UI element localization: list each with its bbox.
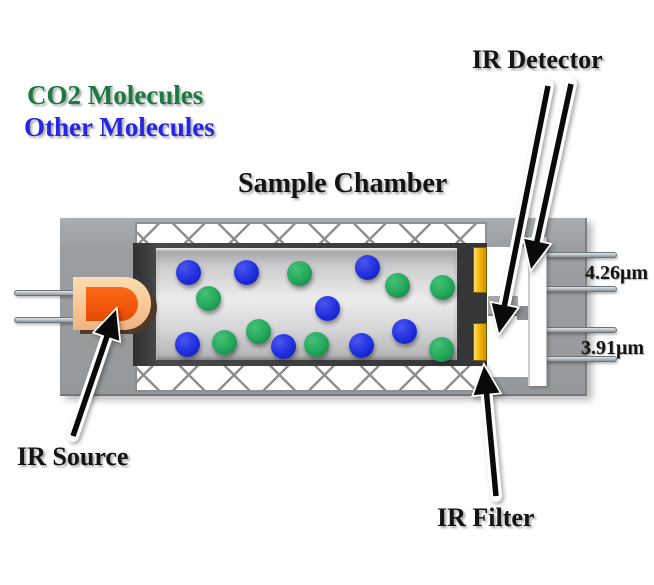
legend-other-molecules: Other Molecules xyxy=(24,112,215,142)
detector-divider-tab xyxy=(488,296,518,316)
wavelength-label-3-91um: 3.91μm xyxy=(581,337,644,359)
ir-filter-lower xyxy=(473,323,487,361)
legend-co2-molecules: CO2 Molecules xyxy=(27,80,204,110)
ir-detector-label: IR Detector xyxy=(472,45,603,74)
detector-pin xyxy=(542,252,617,258)
detector-body xyxy=(528,237,547,386)
ir-source-label: IR Source xyxy=(17,442,129,471)
sample-chamber-interior xyxy=(156,248,457,360)
ir-filter-upper xyxy=(473,247,487,293)
detector-pin xyxy=(542,286,617,292)
detector-pin xyxy=(542,327,617,333)
ir-filter-label: IR Filter xyxy=(437,503,535,532)
sample-chamber-label: Sample Chamber xyxy=(238,168,448,199)
ir-source-element xyxy=(86,287,138,321)
source-pin xyxy=(14,317,76,323)
source-pin xyxy=(14,290,76,296)
wavelength-label-4-26um: 4.26μm xyxy=(585,262,648,284)
